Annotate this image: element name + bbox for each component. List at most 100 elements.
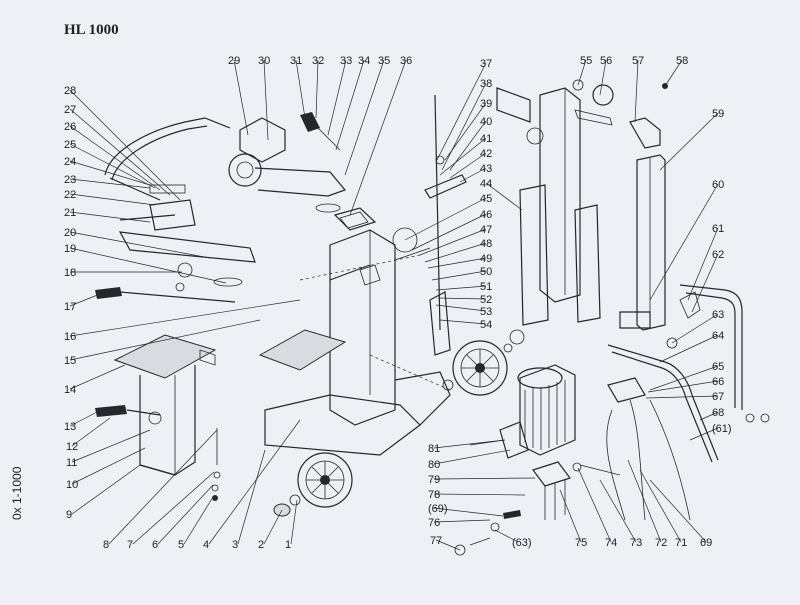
callout-label: 45 bbox=[480, 193, 492, 205]
wheel-left bbox=[297, 452, 353, 508]
callout-label: 58 bbox=[676, 55, 688, 67]
callout-label: 31 bbox=[290, 55, 302, 67]
callout-leader bbox=[71, 464, 141, 515]
callout-leader bbox=[437, 297, 487, 300]
callout-label: 4 bbox=[203, 539, 209, 551]
callout-label: 65 bbox=[712, 361, 724, 373]
callout-leader bbox=[634, 59, 639, 123]
callout-label: 19 bbox=[64, 243, 76, 255]
callout-leader bbox=[349, 59, 407, 216]
callout-label: 35 bbox=[378, 55, 390, 67]
callout-label: 6 bbox=[152, 539, 158, 551]
top-bracket bbox=[228, 112, 377, 231]
side-code: 0x 1-1000 bbox=[10, 466, 24, 520]
callout-label: 32 bbox=[312, 55, 324, 67]
callout-leader bbox=[645, 395, 719, 399]
callout-label: 73 bbox=[630, 537, 642, 549]
callout-label: 56 bbox=[600, 55, 612, 67]
callout-leader bbox=[459, 167, 487, 183]
callout-leader bbox=[411, 213, 487, 251]
callout-leader bbox=[433, 493, 526, 496]
callout-leader bbox=[494, 529, 519, 543]
callout-label: 64 bbox=[712, 330, 724, 342]
callout-leader bbox=[441, 82, 487, 171]
callout-leader bbox=[69, 293, 101, 307]
callout-leader bbox=[435, 285, 487, 291]
callout-label: 71 bbox=[675, 537, 687, 549]
callout-leader bbox=[69, 108, 171, 196]
callout-label: 78 bbox=[428, 489, 440, 501]
callout-leader bbox=[449, 152, 487, 179]
callout-label: 1 bbox=[285, 539, 291, 551]
callout-leader bbox=[290, 499, 298, 545]
electric-motor bbox=[469, 364, 576, 459]
callout-label: 52 bbox=[480, 294, 492, 306]
callout-leader bbox=[69, 89, 181, 201]
callout-leader bbox=[69, 125, 161, 191]
callout-leader bbox=[69, 319, 261, 361]
callout-leader bbox=[263, 509, 283, 545]
callout-label: (61) bbox=[712, 423, 732, 435]
callout-label: 15 bbox=[64, 355, 76, 367]
callout-label: 10 bbox=[66, 479, 78, 491]
callout-leader bbox=[404, 197, 487, 241]
callout-leader bbox=[436, 62, 487, 161]
callout-label: 63 bbox=[712, 309, 724, 321]
callout-leader bbox=[435, 539, 461, 551]
callout-leader bbox=[419, 228, 487, 256]
callout-label: 66 bbox=[712, 376, 724, 388]
callout-leader bbox=[671, 313, 719, 344]
callout-label: 72 bbox=[655, 537, 667, 549]
callout-label: 46 bbox=[480, 209, 492, 221]
callout-leader bbox=[649, 479, 707, 543]
callout-leader bbox=[69, 193, 156, 206]
callout-label: 21 bbox=[64, 207, 76, 219]
callout-label: 12 bbox=[66, 441, 78, 453]
callout-leader bbox=[132, 471, 215, 545]
callout-label: (63) bbox=[512, 537, 532, 549]
callout-label: 54 bbox=[480, 319, 492, 331]
callout-label: 28 bbox=[64, 85, 76, 97]
callout-label: 51 bbox=[480, 281, 492, 293]
callout-leader bbox=[659, 112, 719, 171]
callout-label: 5 bbox=[178, 539, 184, 551]
callout-label: 62 bbox=[712, 249, 724, 261]
callout-label: 48 bbox=[480, 238, 492, 250]
callout-label: 43 bbox=[480, 163, 492, 175]
callout-label: 13 bbox=[64, 421, 76, 433]
callout-label: 75 bbox=[575, 537, 587, 549]
callout-leader bbox=[433, 519, 491, 523]
callout-leader bbox=[687, 227, 719, 301]
callout-label: 2 bbox=[258, 539, 264, 551]
lever-assembly bbox=[95, 199, 256, 303]
callout-leader bbox=[689, 427, 719, 441]
callout-leader bbox=[69, 299, 301, 337]
callout-label: 29 bbox=[228, 55, 240, 67]
washer bbox=[503, 343, 513, 353]
callout-label: 59 bbox=[712, 108, 724, 120]
callout-leader bbox=[69, 364, 126, 390]
callout-leader bbox=[649, 365, 719, 391]
callout-leader bbox=[237, 449, 266, 545]
callout-label: 67 bbox=[712, 391, 724, 403]
callout-layer: 1234567891011121314151617181920212223242… bbox=[64, 55, 732, 551]
valve-block bbox=[532, 377, 691, 521]
callout-label: 3 bbox=[232, 539, 238, 551]
callout-leader bbox=[295, 59, 306, 119]
callout-leader bbox=[69, 231, 211, 259]
callout-leader bbox=[208, 419, 301, 545]
callout-label: 20 bbox=[64, 227, 76, 239]
callout-leader bbox=[424, 242, 487, 263]
callout-leader bbox=[315, 59, 319, 119]
support-column bbox=[95, 334, 217, 476]
callout-leader bbox=[69, 178, 151, 189]
callout-label: 60 bbox=[712, 179, 724, 191]
callout-label: 16 bbox=[64, 331, 76, 343]
callout-label: 76 bbox=[428, 517, 440, 529]
callout-leader bbox=[69, 211, 151, 223]
callout-label: 81 bbox=[428, 443, 440, 455]
callout-leader bbox=[639, 469, 682, 543]
callout-label: 80 bbox=[428, 459, 440, 471]
callout-leader bbox=[559, 489, 582, 543]
